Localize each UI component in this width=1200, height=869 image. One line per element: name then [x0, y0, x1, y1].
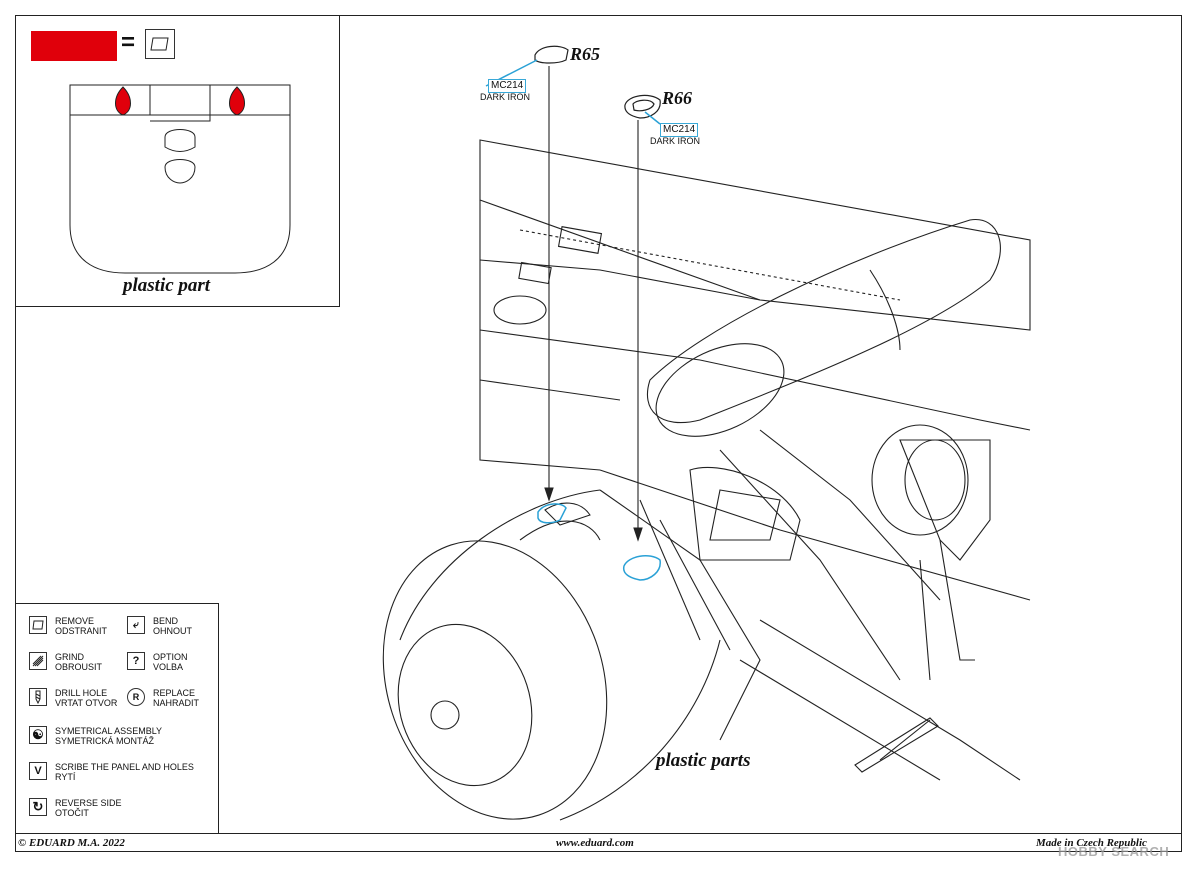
sheet-frame [15, 15, 1182, 852]
scribe-icon: V [29, 762, 47, 780]
plastic-part-drawing [69, 84, 291, 274]
copyright-text: © EDUARD M.A. 2022 [18, 837, 125, 849]
bend-icon: ⤶ [127, 616, 145, 634]
legend-label-en: SYMETRICAL ASSEMBLY [55, 726, 163, 736]
remove-icon [29, 616, 47, 634]
plastic-part-caption: plastic part [123, 275, 211, 296]
legend-label-cz: NAHRADIT [153, 698, 200, 708]
red-swatch [31, 31, 117, 61]
legend-label-en: SCRIBE THE PANEL AND HOLES [55, 762, 194, 772]
paint-code-r65: MC214 [488, 79, 527, 93]
paint-name-r65: DARK IRON [480, 92, 531, 102]
legend-label-cz: SYMETRICKÁ MONTÁŽ [55, 736, 155, 746]
part-ref-r65: R65 [570, 44, 601, 64]
grind-icon [29, 652, 47, 670]
website-text: www.eduard.com [556, 837, 634, 849]
made-in-text: Made in Czech Republic [1036, 837, 1147, 849]
legend-label-cz: VRTAT OTVOR [55, 698, 118, 708]
reverse-side-icon: ↻ [29, 798, 47, 816]
option-icon: ? [127, 652, 145, 670]
plastic-part-inset: = plastic part [15, 15, 340, 307]
legend-label-cz: ODSTRANIT [55, 626, 108, 636]
legend-label-cz: OBROUSIT [55, 662, 103, 672]
remove-icon [145, 29, 175, 59]
symmetrical-icon: ☯ [29, 726, 47, 744]
replace-icon: R [127, 688, 145, 706]
plastic-parts-caption: plastic parts [656, 750, 751, 771]
legend-label-en: OPTION [153, 652, 188, 662]
legend-label-cz: OHNOUT [153, 626, 192, 636]
legend-label-cz: VOLBA [153, 662, 184, 672]
legend-label-en: REPLACE [153, 688, 196, 698]
legend-label-cz: RYTÍ [55, 772, 76, 782]
paint-code-r66: MC214 [660, 123, 699, 137]
paint-name-r66: DARK IRON [650, 136, 701, 146]
legend-label-en: BEND [153, 616, 179, 626]
legend-label-en: REMOVE [55, 616, 95, 626]
legend-label-en: GRIND [55, 652, 84, 662]
legend-label-en: DRILL HOLE [55, 688, 108, 698]
drill-hole-icon [29, 688, 47, 706]
footer-divider [15, 833, 1182, 834]
equals-sign: = [121, 29, 136, 56]
legend-label-en: REVERSE SIDE [55, 798, 122, 808]
watermark-text: HOBBY SEARCH [1058, 844, 1170, 859]
part-ref-r66: R66 [662, 88, 693, 108]
legend-label-cz: OTOČIT [55, 808, 89, 818]
